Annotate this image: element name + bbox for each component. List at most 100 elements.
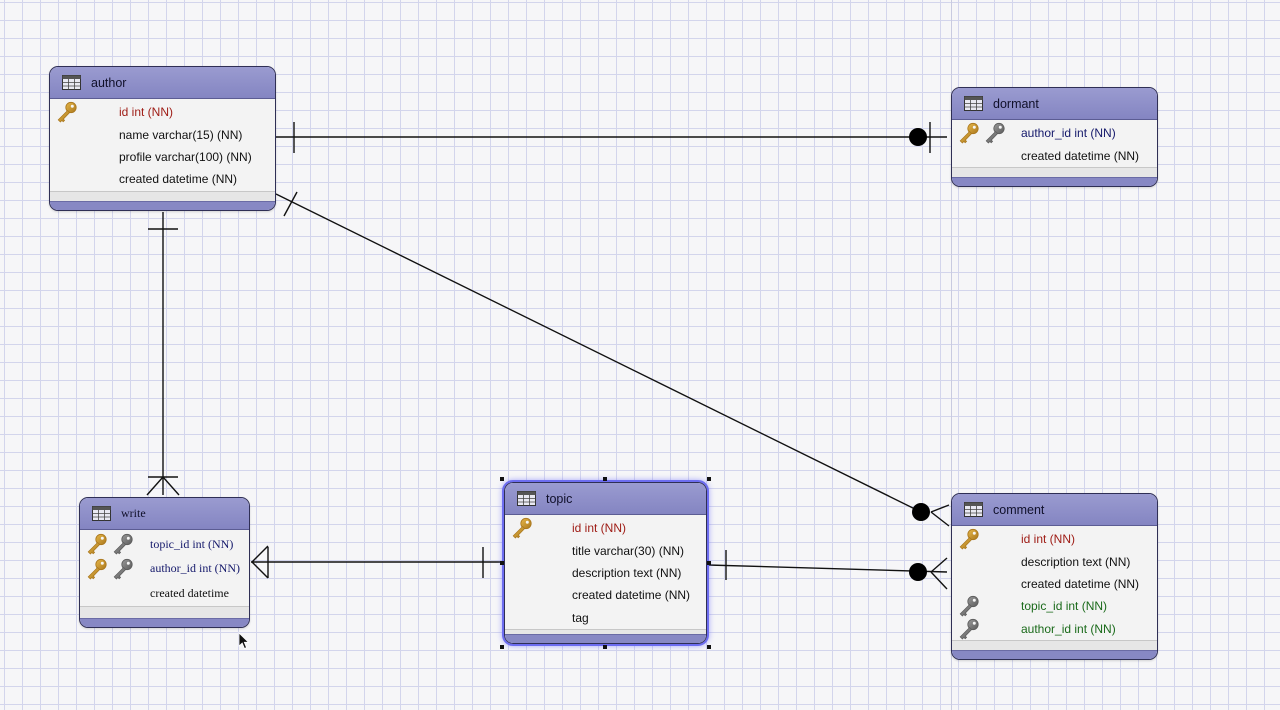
table-comment-footer [952, 650, 1157, 659]
selection-handle-e[interactable] [707, 561, 711, 565]
table-dormant-footer [952, 177, 1157, 186]
rel-author-write-crowfoot-right [162, 476, 180, 496]
column-name: profile varchar(100) (NN) [119, 149, 252, 164]
column-row[interactable]: created datetime (NN) [952, 573, 1157, 595]
column-name: topic_id int (NN) [150, 536, 234, 551]
column-name: name varchar(15) (NN) [119, 127, 243, 142]
selection-handle-sw[interactable] [500, 645, 504, 649]
table-author-index-section [50, 190, 275, 204]
column-name: title varchar(30) (NN) [572, 543, 685, 558]
rel-author-dormant-zero-mark [909, 128, 927, 146]
column-row[interactable]: created datetime (NN) [50, 168, 275, 190]
column-key-icons [958, 122, 1006, 144]
pk-key-icon [86, 533, 108, 555]
table-comment-header[interactable]: comment [952, 494, 1157, 526]
column-row[interactable]: id int (NN) [952, 528, 1157, 550]
rel-author-comment-crowfoot-top [930, 504, 950, 513]
table-icon [964, 502, 983, 517]
fk-key-icon [112, 533, 134, 555]
column-name: id int (NN) [572, 521, 627, 536]
table-author-footer [50, 201, 275, 210]
table-write-footer [80, 618, 249, 627]
table-author-header[interactable]: author [50, 67, 275, 99]
rel-topic-comment-line[interactable] [707, 564, 948, 573]
column-row[interactable]: author_id int (NN) [952, 122, 1157, 144]
table-write-columns: topic_id int (NN) author_id int (NN) creat… [80, 530, 249, 606]
table-topic-header[interactable]: topic [505, 483, 706, 515]
column-name: created datetime (NN) [119, 172, 238, 187]
selection-handle-s[interactable] [603, 645, 607, 649]
column-row[interactable]: author_id int (NN) [952, 618, 1157, 640]
table-comment-index-section [952, 639, 1157, 653]
table-dormant-index-section [952, 166, 1157, 180]
table-dormant-header[interactable]: dormant [952, 88, 1157, 120]
rel-author-comment-line[interactable] [275, 193, 922, 513]
table-comment-columns: id int (NN) description text (NN) created … [952, 526, 1157, 640]
column-name: topic_id int (NN) [1021, 599, 1108, 614]
column-name: created datetime [150, 585, 229, 600]
column-row[interactable]: created datetime (NN) [505, 584, 706, 606]
table-comment[interactable]: comment id int (NN) description text (NN)… [951, 493, 1158, 660]
table-topic-footer [505, 634, 706, 643]
column-row[interactable]: profile varchar(100) (NN) [50, 146, 275, 168]
column-key-icons [511, 517, 533, 539]
table-author[interactable]: author id int (NN) name varchar(15) (NN) p… [49, 66, 276, 211]
pk-key-icon [86, 558, 108, 580]
rel-topic-write-crowfoot-top [251, 545, 269, 563]
column-name: id int (NN) [1021, 532, 1076, 547]
column-row[interactable]: id int (NN) [50, 101, 275, 123]
column-name: description text (NN) [1021, 554, 1131, 569]
selection-handle-n[interactable] [603, 477, 607, 481]
column-row[interactable]: created datetime (NN) [952, 144, 1157, 166]
column-key-icons [56, 101, 78, 123]
column-row[interactable]: title varchar(30) (NN) [505, 539, 706, 561]
fk-key-icon [984, 122, 1006, 144]
column-key-icons [958, 618, 980, 640]
column-key-icons [958, 595, 980, 617]
table-write-title: write [121, 506, 146, 520]
rel-topic-write-crowfoot-bottom [251, 561, 269, 579]
column-name: author_id int (NN) [1021, 621, 1116, 636]
column-row[interactable]: tag [505, 607, 706, 629]
pk-key-icon [958, 528, 980, 550]
column-name: created datetime (NN) [572, 588, 691, 603]
table-topic[interactable]: topic id int (NN) title varchar(30) (NN) d… [502, 480, 709, 646]
column-key-icons [86, 557, 134, 582]
column-name: author_id int (NN) [1021, 126, 1116, 141]
table-icon [92, 506, 111, 521]
column-key-icons [86, 532, 134, 557]
fk-key-icon [958, 618, 980, 640]
column-row[interactable]: id int (NN) [505, 517, 706, 539]
column-name: created datetime (NN) [1021, 148, 1140, 163]
table-icon [964, 96, 983, 111]
column-row[interactable]: name varchar(15) (NN) [50, 123, 275, 145]
rel-topic-comment-crowfoot-top [930, 557, 948, 573]
table-write[interactable]: write topic_id int (NN) author_id int (NN… [79, 497, 250, 628]
table-topic-columns: id int (NN) title varchar(30) (NN) descrip… [505, 515, 706, 629]
rel-topic-comment-crowfoot-bottom [930, 571, 948, 590]
column-name: id int (NN) [119, 105, 174, 120]
rel-author-comment-zero-mark [912, 503, 930, 521]
table-author-title: author [91, 75, 127, 90]
column-row[interactable]: topic_id int (NN) [80, 532, 249, 557]
column-row[interactable]: description text (NN) [952, 550, 1157, 572]
selection-handle-nw[interactable] [500, 477, 504, 481]
column-row[interactable]: description text (NN) [505, 562, 706, 584]
column-row[interactable]: author_id int (NN) [80, 557, 249, 582]
table-comment-title: comment [993, 502, 1045, 517]
table-dormant[interactable]: dormant author_id int (NN) created dateti… [951, 87, 1158, 187]
mouse-pointer-icon [238, 632, 250, 650]
column-row[interactable]: created datetime [80, 581, 249, 606]
selection-handle-ne[interactable] [707, 477, 711, 481]
column-name: description text (NN) [572, 565, 682, 580]
table-write-header[interactable]: write [80, 498, 249, 530]
table-dormant-columns: author_id int (NN) created datetime (NN) [952, 120, 1157, 167]
column-key-icons [958, 528, 980, 550]
rel-author-comment-one-mark [283, 191, 298, 217]
column-row[interactable]: topic_id int (NN) [952, 595, 1157, 617]
table-dormant-title: dormant [993, 96, 1039, 111]
selection-handle-w[interactable] [500, 561, 504, 565]
selection-handle-se[interactable] [707, 645, 711, 649]
